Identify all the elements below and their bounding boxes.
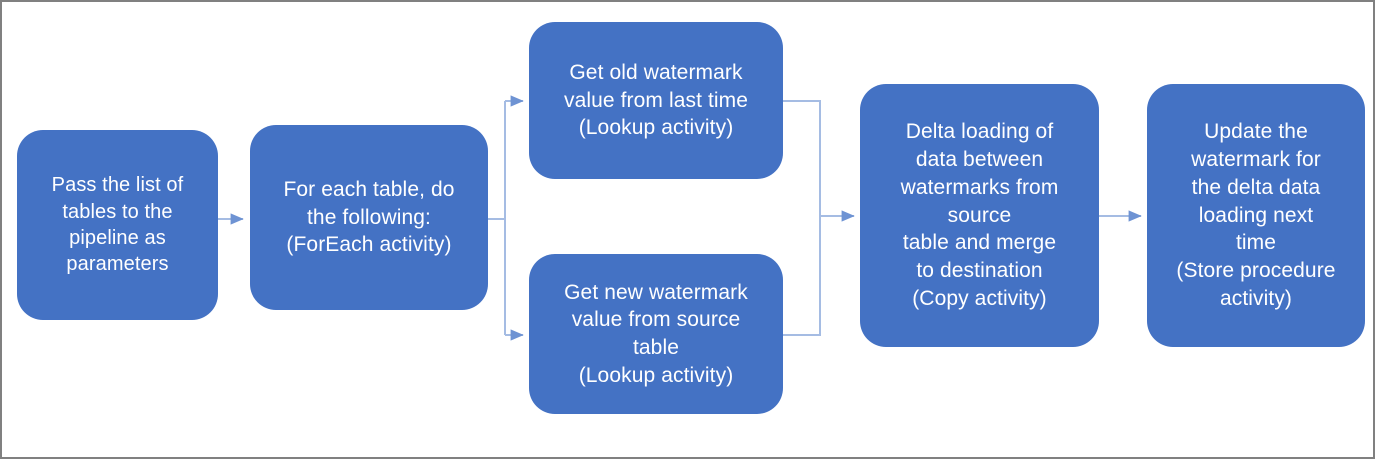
node-delta-loading-copy[interactable]: Delta loading of data between watermarks… [860,84,1099,347]
node-get-old-watermark[interactable]: Get old watermark value from last time (… [529,22,783,179]
connector-merge-to-delta [783,100,855,336]
node-update-watermark[interactable]: Update the watermark for the delta data … [1147,84,1365,347]
node-for-each-table[interactable]: For each table, do the following: (ForEa… [250,125,488,310]
node-get-new-watermark[interactable]: Get new watermark value from source tabl… [529,254,783,414]
node-pass-list-of-tables[interactable]: Pass the list of tables to the pipeline … [17,130,218,320]
connector-foreach-split [488,101,506,335]
